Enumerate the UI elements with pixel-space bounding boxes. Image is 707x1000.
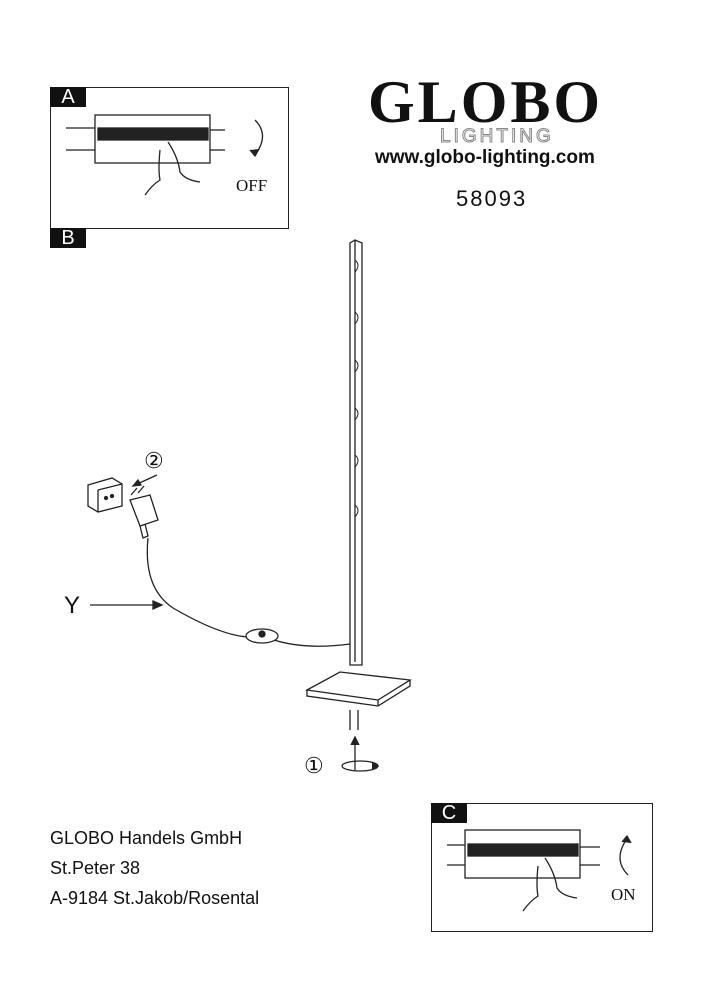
model-number: 58093: [456, 186, 528, 211]
street: St.Peter 38: [50, 858, 141, 878]
off-label: OFF: [236, 176, 268, 195]
address-block: GLOBO Handels GmbH St.Peter 38 A-9184 St…: [50, 823, 259, 913]
panel-c: [431, 803, 653, 932]
brand-sub: LIGHTING: [440, 126, 554, 147]
panel-c-label: C: [431, 803, 467, 823]
company-name: GLOBO Handels GmbH: [50, 828, 243, 848]
step-1-marker: ①: [304, 753, 324, 778]
step-2-marker: ②: [144, 448, 164, 473]
wall-socket-icon: [87, 477, 123, 513]
panel-a-label: A: [50, 87, 86, 107]
power-cable: [146, 537, 351, 647]
power-adapter-icon: [129, 485, 159, 539]
panel-a: [50, 87, 289, 229]
brand-url: www.globo-lighting.com: [375, 147, 595, 168]
breaker-panel-c-icon: [447, 829, 632, 912]
panel-b-label: B: [50, 228, 86, 248]
cable-label-y: Y: [64, 592, 81, 619]
on-label: ON: [611, 885, 636, 904]
breaker-panel-a-icon: [66, 114, 264, 196]
brand-logo: GLOBO: [368, 69, 604, 135]
city: A-9184 St.Jakob/Rosental: [50, 888, 260, 908]
floor-lamp-icon: [304, 239, 412, 772]
